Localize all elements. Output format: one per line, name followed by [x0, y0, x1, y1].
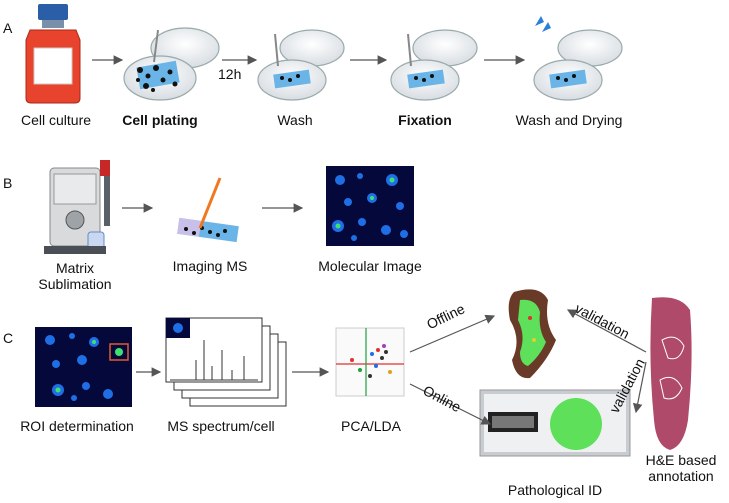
label-molecular-image: Molecular Image [318, 258, 422, 274]
pathological-id-screen [479, 389, 631, 457]
culture-bottle-icon [25, 4, 81, 104]
panel-label-b: B [3, 175, 13, 191]
label-pathological-id: Pathological ID [507, 482, 603, 498]
pca-lda-plot [335, 327, 405, 397]
label-pca-lda: PCA/LDA [341, 418, 401, 434]
label-wash-and-drying: Wash and Drying [515, 112, 623, 128]
label-matrix: Matrix [55, 260, 95, 276]
label-duration: 12h [218, 66, 242, 82]
label-wash: Wash [277, 112, 313, 128]
drying-dish-icon [533, 16, 623, 101]
ms-spectrum-stack [165, 317, 287, 407]
he-annotation-image [650, 297, 692, 450]
roi-heatmap [35, 327, 132, 407]
sublimation-apparatus-icon [44, 160, 110, 254]
plating-dish-icon [123, 27, 220, 101]
label-roi-determination: ROI determination [20, 418, 134, 434]
label-sublimation: Sublimation [38, 276, 112, 292]
panel-label-c: C [3, 330, 14, 346]
label-he-based: H&E based [645, 452, 717, 468]
label-fixation: Fixation [398, 112, 452, 128]
label-ms-spectrum: MS spectrum/cell [167, 418, 275, 434]
molecular-image-heatmap [326, 166, 414, 246]
label-cell-culture: Cell culture [20, 112, 92, 128]
tissue-section-image [508, 289, 556, 379]
wash-dish-icon [257, 29, 345, 101]
imaging-ms-slide-icon [177, 177, 239, 243]
fixation-dish-icon [390, 29, 478, 101]
label-annotation: annotation [648, 468, 714, 484]
label-imaging-ms: Imaging MS [172, 258, 248, 274]
label-cell-plating: Cell plating [122, 112, 198, 128]
panel-label-a: A [3, 20, 13, 36]
